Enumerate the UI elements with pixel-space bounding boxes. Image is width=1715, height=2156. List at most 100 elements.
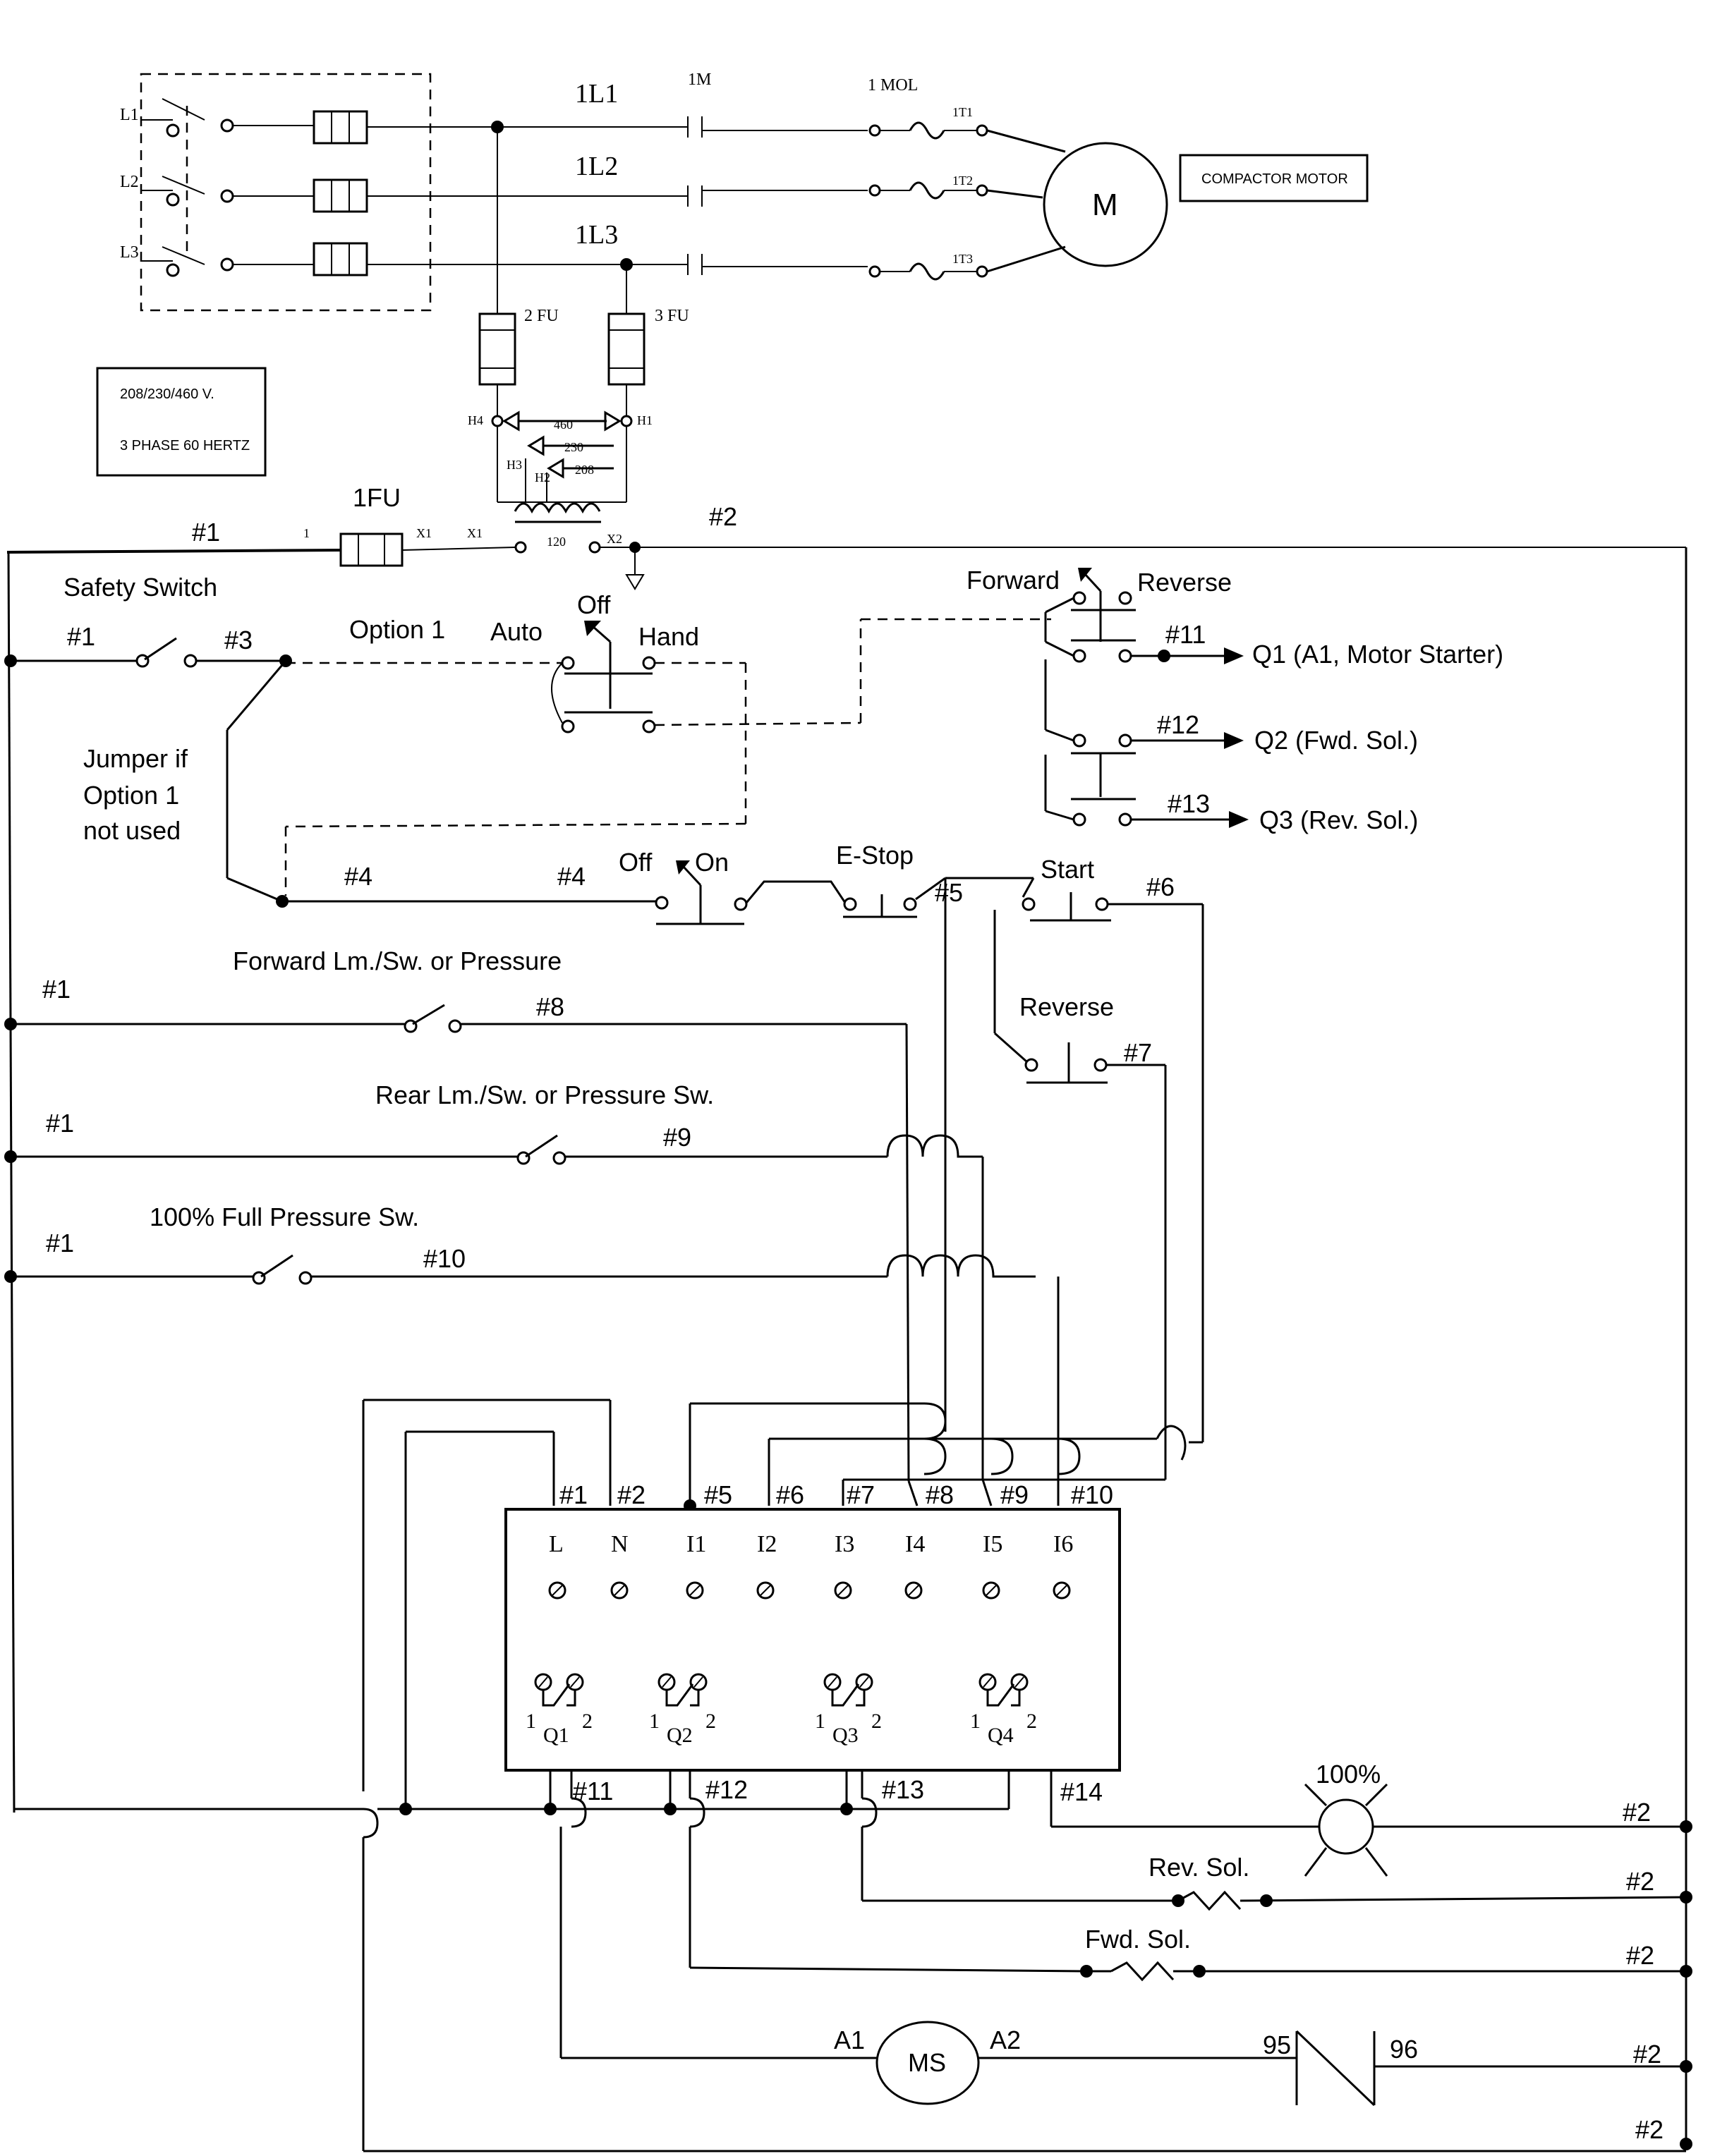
ms-label: MS [908, 2048, 946, 2077]
supply-phase: 3 PHASE 60 HERTZ [120, 438, 250, 453]
rev-sol-label: Rev. Sol. [1149, 1853, 1249, 1882]
out-wire-14: #14 [1060, 1777, 1103, 1806]
wire-2-ms: #2 [1633, 2040, 1661, 2069]
control-fuse-label: 1FU [353, 483, 401, 512]
bus-1l1-label: 1L1 [575, 79, 618, 109]
plc-wire-2: #2 [617, 1480, 646, 1509]
wire-2-lamp: #2 [1623, 1798, 1651, 1827]
ms-coil [875, 2021, 980, 2105]
plc-input-i4: I4 [905, 1531, 925, 1557]
svg-text:230: 230 [564, 440, 583, 454]
wire-5-estop: #5 [935, 878, 963, 907]
plc-output-label: Q2 [667, 1724, 693, 1747]
plc-input-n: N [611, 1531, 629, 1557]
wire-9-rear: #9 [663, 1123, 691, 1152]
wire-11-dir: #11 [1165, 620, 1206, 649]
svg-text:X1: X1 [467, 526, 483, 540]
overload-label: 1 MOL [868, 76, 918, 95]
bus-1l3-label: 1L3 [575, 220, 618, 250]
plc-input-i2: I2 [757, 1531, 777, 1557]
plc-wire-8: #8 [926, 1480, 954, 1509]
jumper-line2: Option 1 [83, 781, 179, 810]
control-fuse [339, 532, 404, 567]
l3-label: L3 [120, 243, 139, 262]
fuse-2fu-label: 2 FU [524, 307, 559, 325]
selector-hand: Hand [638, 622, 699, 651]
control-transformer: H4 H1 H3 H2 460 230 208 120 [303, 410, 653, 590]
wire-13-dir: #13 [1168, 789, 1210, 818]
motor-name-box [1179, 154, 1369, 202]
wire-1-top: #1 [192, 518, 220, 547]
plc-output-contact-2: 2 [871, 1710, 882, 1733]
reverse-pb-label: Reverse [1019, 992, 1114, 1021]
disconnect-enclosure [140, 73, 432, 312]
selector-off: Off [577, 590, 611, 619]
plc-input-i6: I6 [1053, 1531, 1073, 1557]
svg-text:H1: H1 [637, 413, 653, 427]
plc-input-i3: I3 [835, 1531, 854, 1557]
fuse-3fu [607, 312, 646, 386]
plc-output-contact-1: 1 [526, 1710, 536, 1733]
full-lamp [1318, 1798, 1374, 1855]
plc-wire-7: #7 [847, 1480, 875, 1509]
plc-wire-10: #10 [1071, 1480, 1113, 1509]
plc-output-label: Q3 [832, 1724, 859, 1747]
supply-voltage: 208/230/460 V. [120, 386, 214, 402]
load-wiring: #11 #12 #13 #14 100% #2 Rev. Sol. #2 [14, 1760, 1692, 2152]
t3-label: 1T3 [952, 252, 973, 266]
forward-limit-label: Forward Lm./Sw. or Pressure [233, 946, 562, 975]
wire-6-start: #6 [1146, 872, 1175, 901]
hoa-selector: Auto Off Hand [490, 590, 699, 733]
svg-text:H4: H4 [468, 413, 483, 427]
output-q2: Q2 (Fwd. Sol.) [1254, 726, 1418, 755]
safety-switch-label: Safety Switch [63, 573, 217, 602]
wire-4-a: #4 [344, 862, 372, 891]
contactor-1m-label: 1M [688, 71, 711, 89]
svg-text:H2: H2 [535, 470, 550, 485]
wire-8-fwd: #8 [536, 992, 564, 1021]
plc-output-q1: 1 2Q1 [526, 1673, 593, 1747]
wire-4-b: #4 [557, 862, 586, 891]
compactor-motor [1043, 142, 1168, 267]
main-fuse-2 [313, 178, 368, 213]
svg-text:120: 120 [547, 535, 566, 549]
a2-label: A2 [990, 2026, 1021, 2054]
wire-2-top: #2 [709, 502, 737, 531]
wire-1-rear: #1 [46, 1109, 74, 1138]
control-section: #1 #2 Safety Switch #1 #3 Option 1 Auto … [4, 502, 1687, 2140]
t2-label: 1T2 [952, 173, 973, 188]
supply-box [96, 367, 267, 477]
wire-1-safety: #1 [67, 622, 95, 651]
t1-label: 1T1 [952, 105, 973, 119]
plc-input-i1: I1 [686, 1531, 706, 1557]
svg-text:X2: X2 [607, 532, 622, 546]
plc-output-label: Q4 [988, 1724, 1014, 1747]
direction-reverse: Reverse [1137, 568, 1232, 597]
fwd-sol-label: Fwd. Sol. [1085, 1925, 1191, 1954]
svg-text:460: 460 [554, 418, 573, 432]
main-fuse-3 [313, 242, 368, 276]
plc-output-contact-1: 1 [815, 1710, 825, 1733]
option1-label: Option 1 [349, 615, 445, 644]
start-label: Start [1041, 855, 1094, 884]
plc-output-q3: 1 2Q3 [815, 1673, 882, 1747]
jumper-line3: not used [83, 816, 181, 845]
output-q1: Q1 (A1, Motor Starter) [1252, 640, 1503, 669]
bus-1l2-label: 1L2 [575, 152, 618, 181]
motor-symbol: M [1092, 188, 1118, 222]
svg-text:1: 1 [303, 526, 310, 540]
plc-output-label: Q1 [543, 1724, 569, 1747]
fuse-3fu-label: 3 FU [655, 307, 689, 325]
wire-1-fwd: #1 [42, 975, 71, 1004]
plc-output-contact-2: 2 [705, 1710, 716, 1733]
output-q3: Q3 (Rev. Sol.) [1259, 805, 1418, 834]
plc-wire-6: #6 [776, 1480, 804, 1509]
motor-name: COMPACTOR MOTOR [1201, 171, 1348, 187]
wire-1-full: #1 [46, 1229, 74, 1257]
plc-output-contact-2: 2 [582, 1710, 593, 1733]
rear-limit-label: Rear Lm./Sw. or Pressure Sw. [375, 1080, 714, 1109]
plc-input-l: L [549, 1531, 564, 1557]
direction-forward: Forward [966, 566, 1060, 595]
